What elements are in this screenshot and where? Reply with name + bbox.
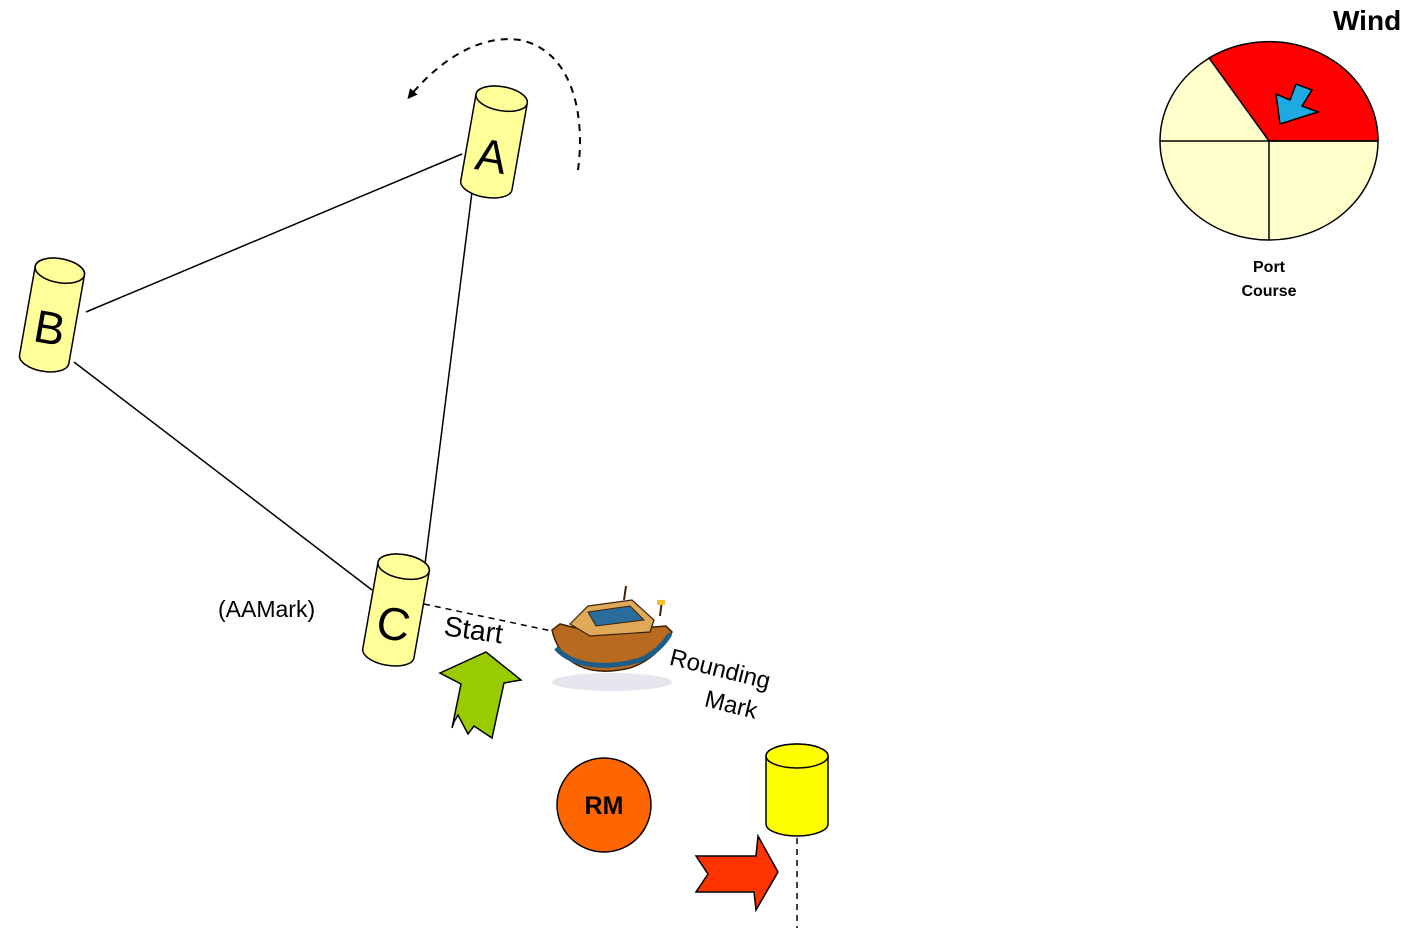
- mark-b: B: [18, 257, 86, 373]
- motorboat-icon: [551, 585, 673, 691]
- rm-badge-circle: [556, 757, 652, 853]
- rm-badge: RM: [556, 757, 652, 853]
- start-arrow-icon: [438, 651, 523, 740]
- mark-a: A: [459, 85, 529, 199]
- start-label: Start: [442, 610, 505, 649]
- rounding-mark-top: [765, 743, 829, 769]
- mark-b-top: [34, 257, 86, 285]
- wind-caption-line2: Course: [1241, 283, 1296, 300]
- start-line: [423, 603, 567, 635]
- mark-c-note: (AAMark): [218, 596, 315, 622]
- leg-a-b: [85, 153, 463, 313]
- wind-title: Wind: [1333, 5, 1401, 36]
- rounding-mark-label: Rounding Mark: [667, 644, 773, 725]
- mark-c: C: [361, 553, 431, 667]
- mark-c-top: [377, 553, 431, 581]
- rm-badge-label: RM: [585, 792, 624, 820]
- approach-arrow-icon: [694, 833, 779, 913]
- rounding-mark-label-line2: Mark: [702, 686, 761, 725]
- leg-a-c: [423, 191, 473, 573]
- course-legs: [73, 153, 473, 591]
- wind-caption-line1: Port: [1253, 259, 1286, 276]
- wind-sector-chart: [1159, 40, 1379, 241]
- mark-a-top: [475, 85, 529, 113]
- rounding-mark: [765, 743, 829, 837]
- wind-direction-arrow-icon: [1275, 83, 1321, 125]
- leg-b-c: [73, 361, 373, 591]
- rounding-mark-label-line1: Rounding: [667, 644, 773, 695]
- counterclockwise-arrow-icon: [407, 38, 581, 171]
